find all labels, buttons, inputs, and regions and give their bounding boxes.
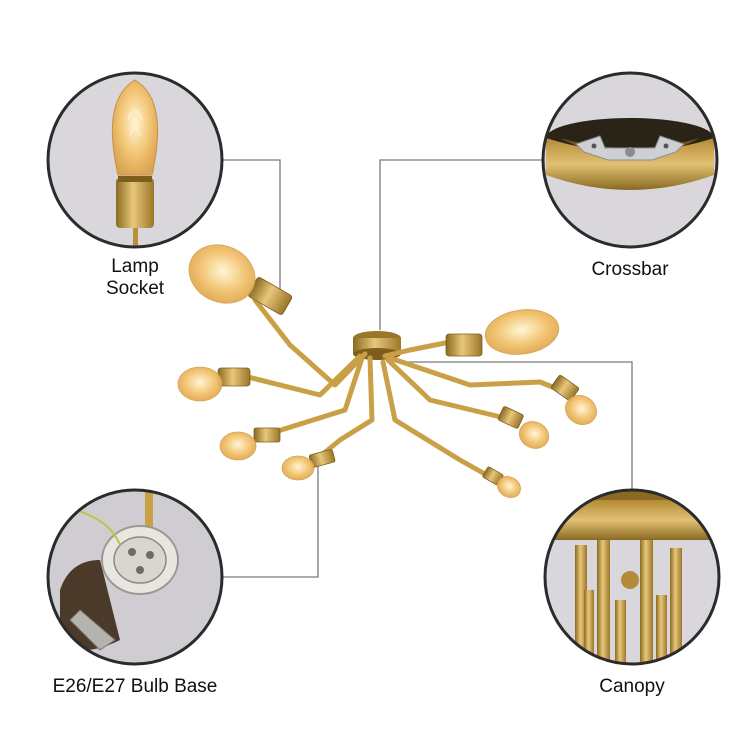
chandelier: [177, 244, 597, 498]
label-lamp-socket-line1: Lamp: [111, 256, 159, 277]
label-canopy-text: Canopy: [599, 676, 665, 697]
label-lamp-socket: Lamp Socket: [85, 256, 185, 300]
leader-lines: [222, 159, 633, 578]
label-crossbar: Crossbar: [560, 259, 700, 281]
callout-circle-crossbar: [541, 71, 719, 249]
callout-circle-bulb-base: [46, 488, 224, 666]
label-crossbar-text: Crossbar: [591, 259, 669, 280]
label-bulb-base: E26/E27 Bulb Base: [25, 676, 245, 698]
callout-circle-canopy: [543, 488, 721, 666]
label-lamp-socket-line2: Socket: [105, 278, 165, 299]
label-bulb-base-text: E26/E27 Bulb Base: [52, 676, 218, 697]
leader-lamp-socket: [222, 159, 281, 298]
leader-bulb-base: [222, 465, 319, 578]
label-canopy: Canopy: [572, 676, 692, 698]
leader-crossbar: [379, 159, 543, 330]
leader-canopy: [395, 361, 633, 490]
callout-circle-lamp-socket: [46, 71, 224, 249]
